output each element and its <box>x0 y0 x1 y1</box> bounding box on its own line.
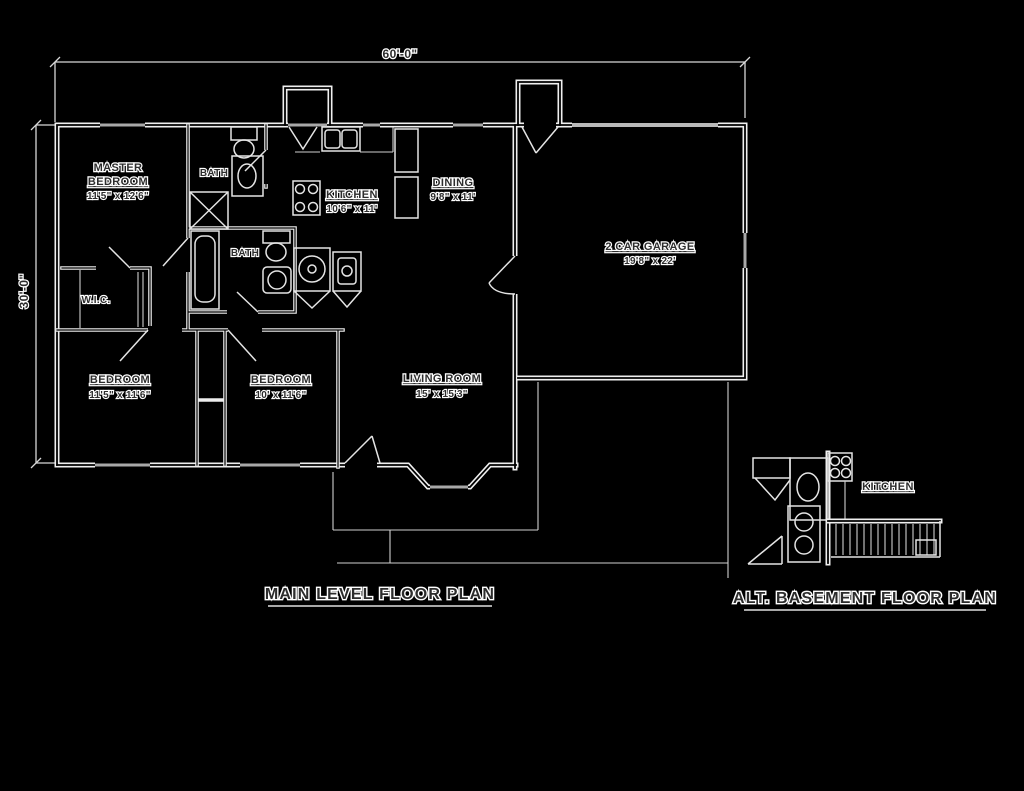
toilet-fixture <box>262 230 291 244</box>
stove-fixture <box>292 180 321 216</box>
shower-fixture <box>189 191 229 230</box>
rear-door <box>344 435 381 464</box>
door-swings <box>108 126 559 464</box>
kitchen-fixtures <box>292 126 419 219</box>
main-plan-title: MAIN LEVEL FLOOR PLAN <box>265 586 495 603</box>
master-bedroom-label-line1: MASTER <box>94 162 143 174</box>
bedroom-middle-dims: 10' x 11'6" <box>255 390 306 401</box>
basement-stairs <box>825 518 943 558</box>
basement-door-swing-2 <box>747 535 783 565</box>
entry-bump <box>515 79 563 128</box>
bath-upper-fixtures <box>189 126 264 230</box>
bedroom-middle-door <box>227 329 257 362</box>
laundry-bifold-doors <box>293 290 362 310</box>
deck-patio-outline <box>332 382 729 578</box>
wic-label: W.I.C. <box>81 295 110 306</box>
bedroom-left-dims: 11'5" x 11'6" <box>89 390 151 401</box>
overall-width-dimension: 60'-0" <box>383 47 418 61</box>
bath-upper-label: BATH <box>200 168 228 179</box>
bath-lower-door <box>236 291 259 313</box>
bedroom-left-door <box>119 329 149 362</box>
alt-plan-title: ALT. BASEMENT FLOOR PLAN <box>733 590 997 607</box>
alt-basement-plan: KITCHEN <box>747 450 943 566</box>
basement-kitchen-label: KITCHEN <box>862 481 914 493</box>
exterior-walls <box>54 79 748 490</box>
basement-counter <box>789 457 829 521</box>
bath-upper-door <box>244 149 267 172</box>
washer-fixture <box>293 247 331 292</box>
toilet-fixture <box>230 126 258 141</box>
wic-door <box>108 246 131 269</box>
bath-lower-label: BATH <box>231 248 259 259</box>
kitchen-sink-fixture <box>321 126 361 152</box>
bedroom-middle-label: BEDROOM <box>251 374 311 386</box>
master-door <box>162 237 189 267</box>
pantry-door <box>288 126 318 151</box>
dimension-left: 30'-0" <box>16 119 55 469</box>
wic-fixtures <box>79 270 144 328</box>
refrigerator-fixture <box>394 128 419 173</box>
dining-dims: 9'8" x 11' <box>430 192 475 203</box>
front-entry-door <box>521 126 559 154</box>
basement-cabinet <box>752 457 791 479</box>
garage-entry-door <box>488 255 516 295</box>
kitchen-box-window <box>282 85 333 128</box>
basement-door-swing <box>754 477 791 502</box>
garage-label: 2 CAR GARAGE <box>605 241 694 253</box>
basement-sink-fixture <box>796 472 820 502</box>
room-labels: MASTER BEDROOM 11'5" x 12'6" BATH BATH K… <box>80 161 695 402</box>
master-bedroom-dims: 11'5" x 12'6" <box>87 191 149 202</box>
living-room-label: LIVING ROOM <box>403 373 481 385</box>
laundry-fixtures <box>293 247 362 292</box>
pantry-cabinet <box>394 176 419 219</box>
tub-fixture <box>190 230 220 310</box>
bath-lower-fixtures <box>190 230 292 310</box>
bedroom-left-label: BEDROOM <box>90 374 150 386</box>
dining-label: DINING <box>433 177 474 189</box>
basement-washer-dryer-fixture <box>787 505 821 563</box>
wall-openings <box>95 120 749 491</box>
kitchen-dims: 10'6" x 11' <box>326 204 377 215</box>
vanity-sink-fixture <box>231 155 264 197</box>
overall-height-dimension: 30'-0" <box>17 274 31 309</box>
living-room-dims: 15' x 15'3" <box>416 389 468 400</box>
dryer-fixture <box>332 251 362 292</box>
windows <box>95 123 747 489</box>
plan-titles: MAIN LEVEL FLOOR PLAN ALT. BASEMENT FLOO… <box>263 585 997 611</box>
garage-dims: 19'8" x 22' <box>624 256 676 267</box>
master-bedroom-label-line2: BEDROOM <box>88 176 148 188</box>
stair-landing <box>915 539 937 556</box>
basement-stove-fixture <box>827 452 853 482</box>
kitchen-label: KITCHEN <box>326 189 378 201</box>
dimension-top: 60'-0" <box>49 46 751 122</box>
sink-fixture <box>262 266 292 294</box>
